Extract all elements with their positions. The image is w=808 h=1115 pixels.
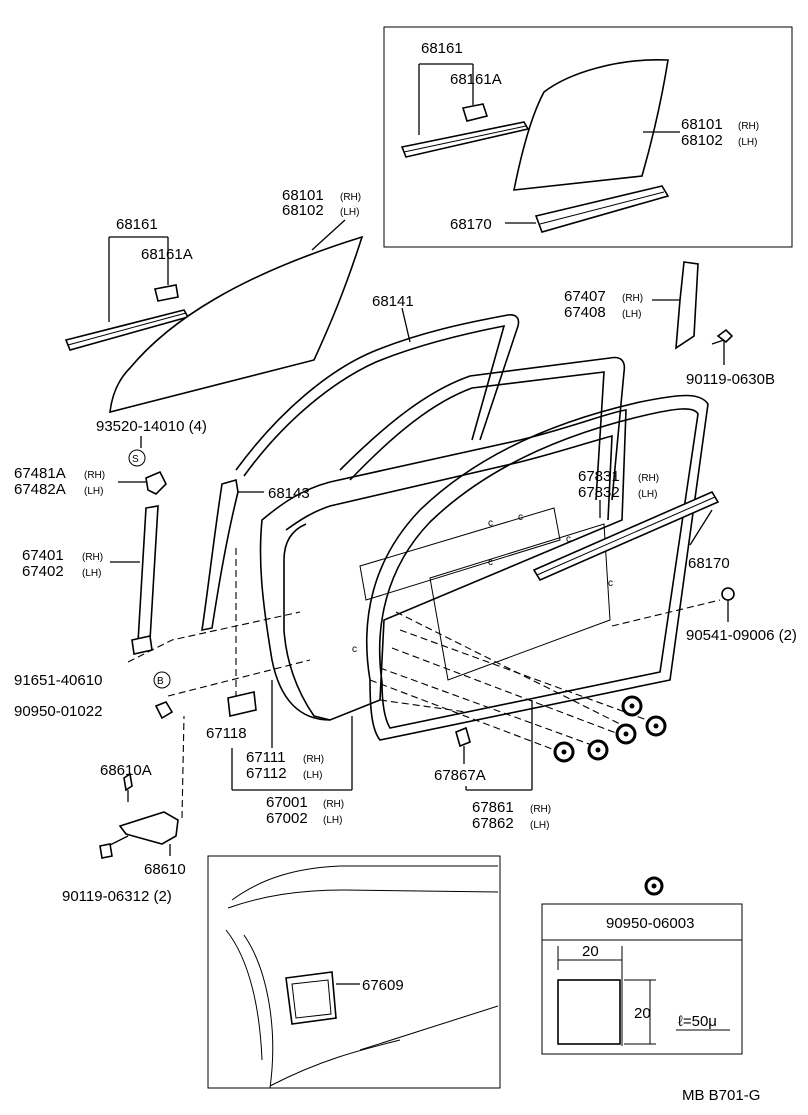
- label-68101: 68101: [282, 187, 324, 204]
- marker-b-text: B: [157, 676, 164, 687]
- suffix-rh-inset-68101: (RH): [738, 121, 759, 132]
- suffix-rh-67861: (RH): [530, 804, 551, 815]
- label-90119-06312: 90119-06312 (2): [62, 888, 172, 905]
- suffix-rh-67481a: (RH): [84, 470, 105, 481]
- glass-group: [64, 219, 364, 414]
- label-90950-01022: 90950-01022: [14, 703, 102, 720]
- dim-height: 20: [634, 1005, 651, 1022]
- suffix-lh-67482a: (LH): [84, 486, 103, 497]
- svg-text:c: c: [488, 557, 493, 568]
- door-check-68610: [99, 772, 179, 859]
- suffix-rh-67001: (RH): [323, 799, 344, 810]
- run-channel-68141: [235, 307, 520, 477]
- dim-width: 20: [582, 943, 599, 960]
- label-68610: 68610: [144, 861, 186, 878]
- label-67408: 67408: [564, 304, 606, 321]
- suffix-rh-68101: (RH): [340, 192, 361, 203]
- channel-68170: [532, 490, 720, 582]
- label-67112: 67112: [246, 765, 287, 782]
- suffix-lh-67402: (LH): [82, 568, 101, 579]
- marker-s-text: S: [132, 454, 139, 465]
- suffix-lh-67112: (LH): [303, 770, 322, 781]
- label-67861: 67861: [472, 799, 514, 816]
- suffix-lh-67862: (LH): [530, 820, 549, 831]
- suffix-lh-67002: (LH): [323, 815, 342, 826]
- plugs: [553, 695, 667, 896]
- circle-s-marker: [128, 449, 146, 467]
- svg-text:c: c: [608, 578, 613, 589]
- inset-box-bottom: [207, 855, 501, 1089]
- weatherstrip-67861: [365, 394, 709, 741]
- inset-box-top: [383, 26, 793, 248]
- clip-67867a: [455, 726, 471, 748]
- label-68170: 68170: [688, 555, 730, 572]
- clip-90541: [721, 587, 735, 601]
- label-90950-06003: 90950-06003: [606, 915, 694, 932]
- label-90119-0630b: 90119-0630B: [686, 371, 775, 388]
- diagram-code: MB B701-G: [682, 1087, 760, 1104]
- channel-67401: [110, 505, 159, 655]
- label-67482a: 67482A: [14, 481, 66, 498]
- label-68102: 68102: [282, 202, 324, 219]
- label-inset-68161: 68161: [421, 40, 463, 57]
- suffix-lh-67408: (LH): [622, 309, 641, 320]
- label-68610a: 68610A: [100, 762, 152, 779]
- suffix-rh-67111: (RH): [303, 754, 324, 765]
- door-shell: c c c c c c: [259, 356, 627, 721]
- label-68161a: 68161A: [141, 246, 193, 263]
- label-67862: 67862: [472, 815, 514, 832]
- suffix-lh-68102: (LH): [340, 207, 359, 218]
- label-67118: 67118: [206, 725, 247, 742]
- label-93520-14010: 93520-14010 (4): [96, 418, 207, 435]
- label-67832: 67832: [578, 484, 620, 501]
- suffix-lh-inset-68102: (LH): [738, 137, 757, 148]
- label-67407: 67407: [564, 288, 606, 305]
- label-67402: 67402: [22, 563, 64, 580]
- label-67831: 67831: [578, 468, 620, 485]
- label-inset-68161a: 68161A: [450, 71, 502, 88]
- svg-text:c: c: [352, 644, 357, 655]
- thickness-label: ℓ=50μ: [678, 1013, 717, 1030]
- label-67867a: 67867A: [434, 767, 486, 784]
- label-67001: 67001: [266, 794, 308, 811]
- label-67609: 67609: [362, 977, 404, 994]
- suffix-lh-67832: (LH): [638, 489, 657, 500]
- label-68161: 68161: [116, 216, 158, 233]
- svg-text:c: c: [488, 518, 493, 529]
- clip-90950-01022: [154, 701, 174, 720]
- label-67481a: 67481A: [14, 465, 66, 482]
- label-67401: 67401: [22, 547, 64, 564]
- label-inset-68170: 68170: [450, 216, 492, 233]
- circle-b-marker: [153, 671, 171, 689]
- svg-text:c: c: [566, 534, 571, 545]
- bracket-67481a: [145, 470, 167, 495]
- pillar-67407: [652, 261, 734, 365]
- svg-text:c: c: [518, 512, 523, 523]
- label-90541: 90541-09006 (2): [686, 627, 797, 644]
- suffix-rh-67831: (RH): [638, 473, 659, 484]
- label-91651-40610: 91651-40610: [14, 672, 102, 689]
- pad-67118: [227, 691, 257, 717]
- label-68143: 68143: [268, 485, 310, 502]
- label-inset-68102: 68102: [681, 132, 723, 149]
- label-68141: 68141: [372, 293, 414, 310]
- spec-box: [541, 903, 743, 1055]
- suffix-rh-67401: (RH): [82, 552, 103, 563]
- label-67002: 67002: [266, 810, 308, 827]
- label-67111: 67111: [246, 749, 286, 766]
- strip-68143: [201, 478, 264, 632]
- label-inset-68101: 68101: [681, 116, 723, 133]
- suffix-rh-67407: (RH): [622, 293, 643, 304]
